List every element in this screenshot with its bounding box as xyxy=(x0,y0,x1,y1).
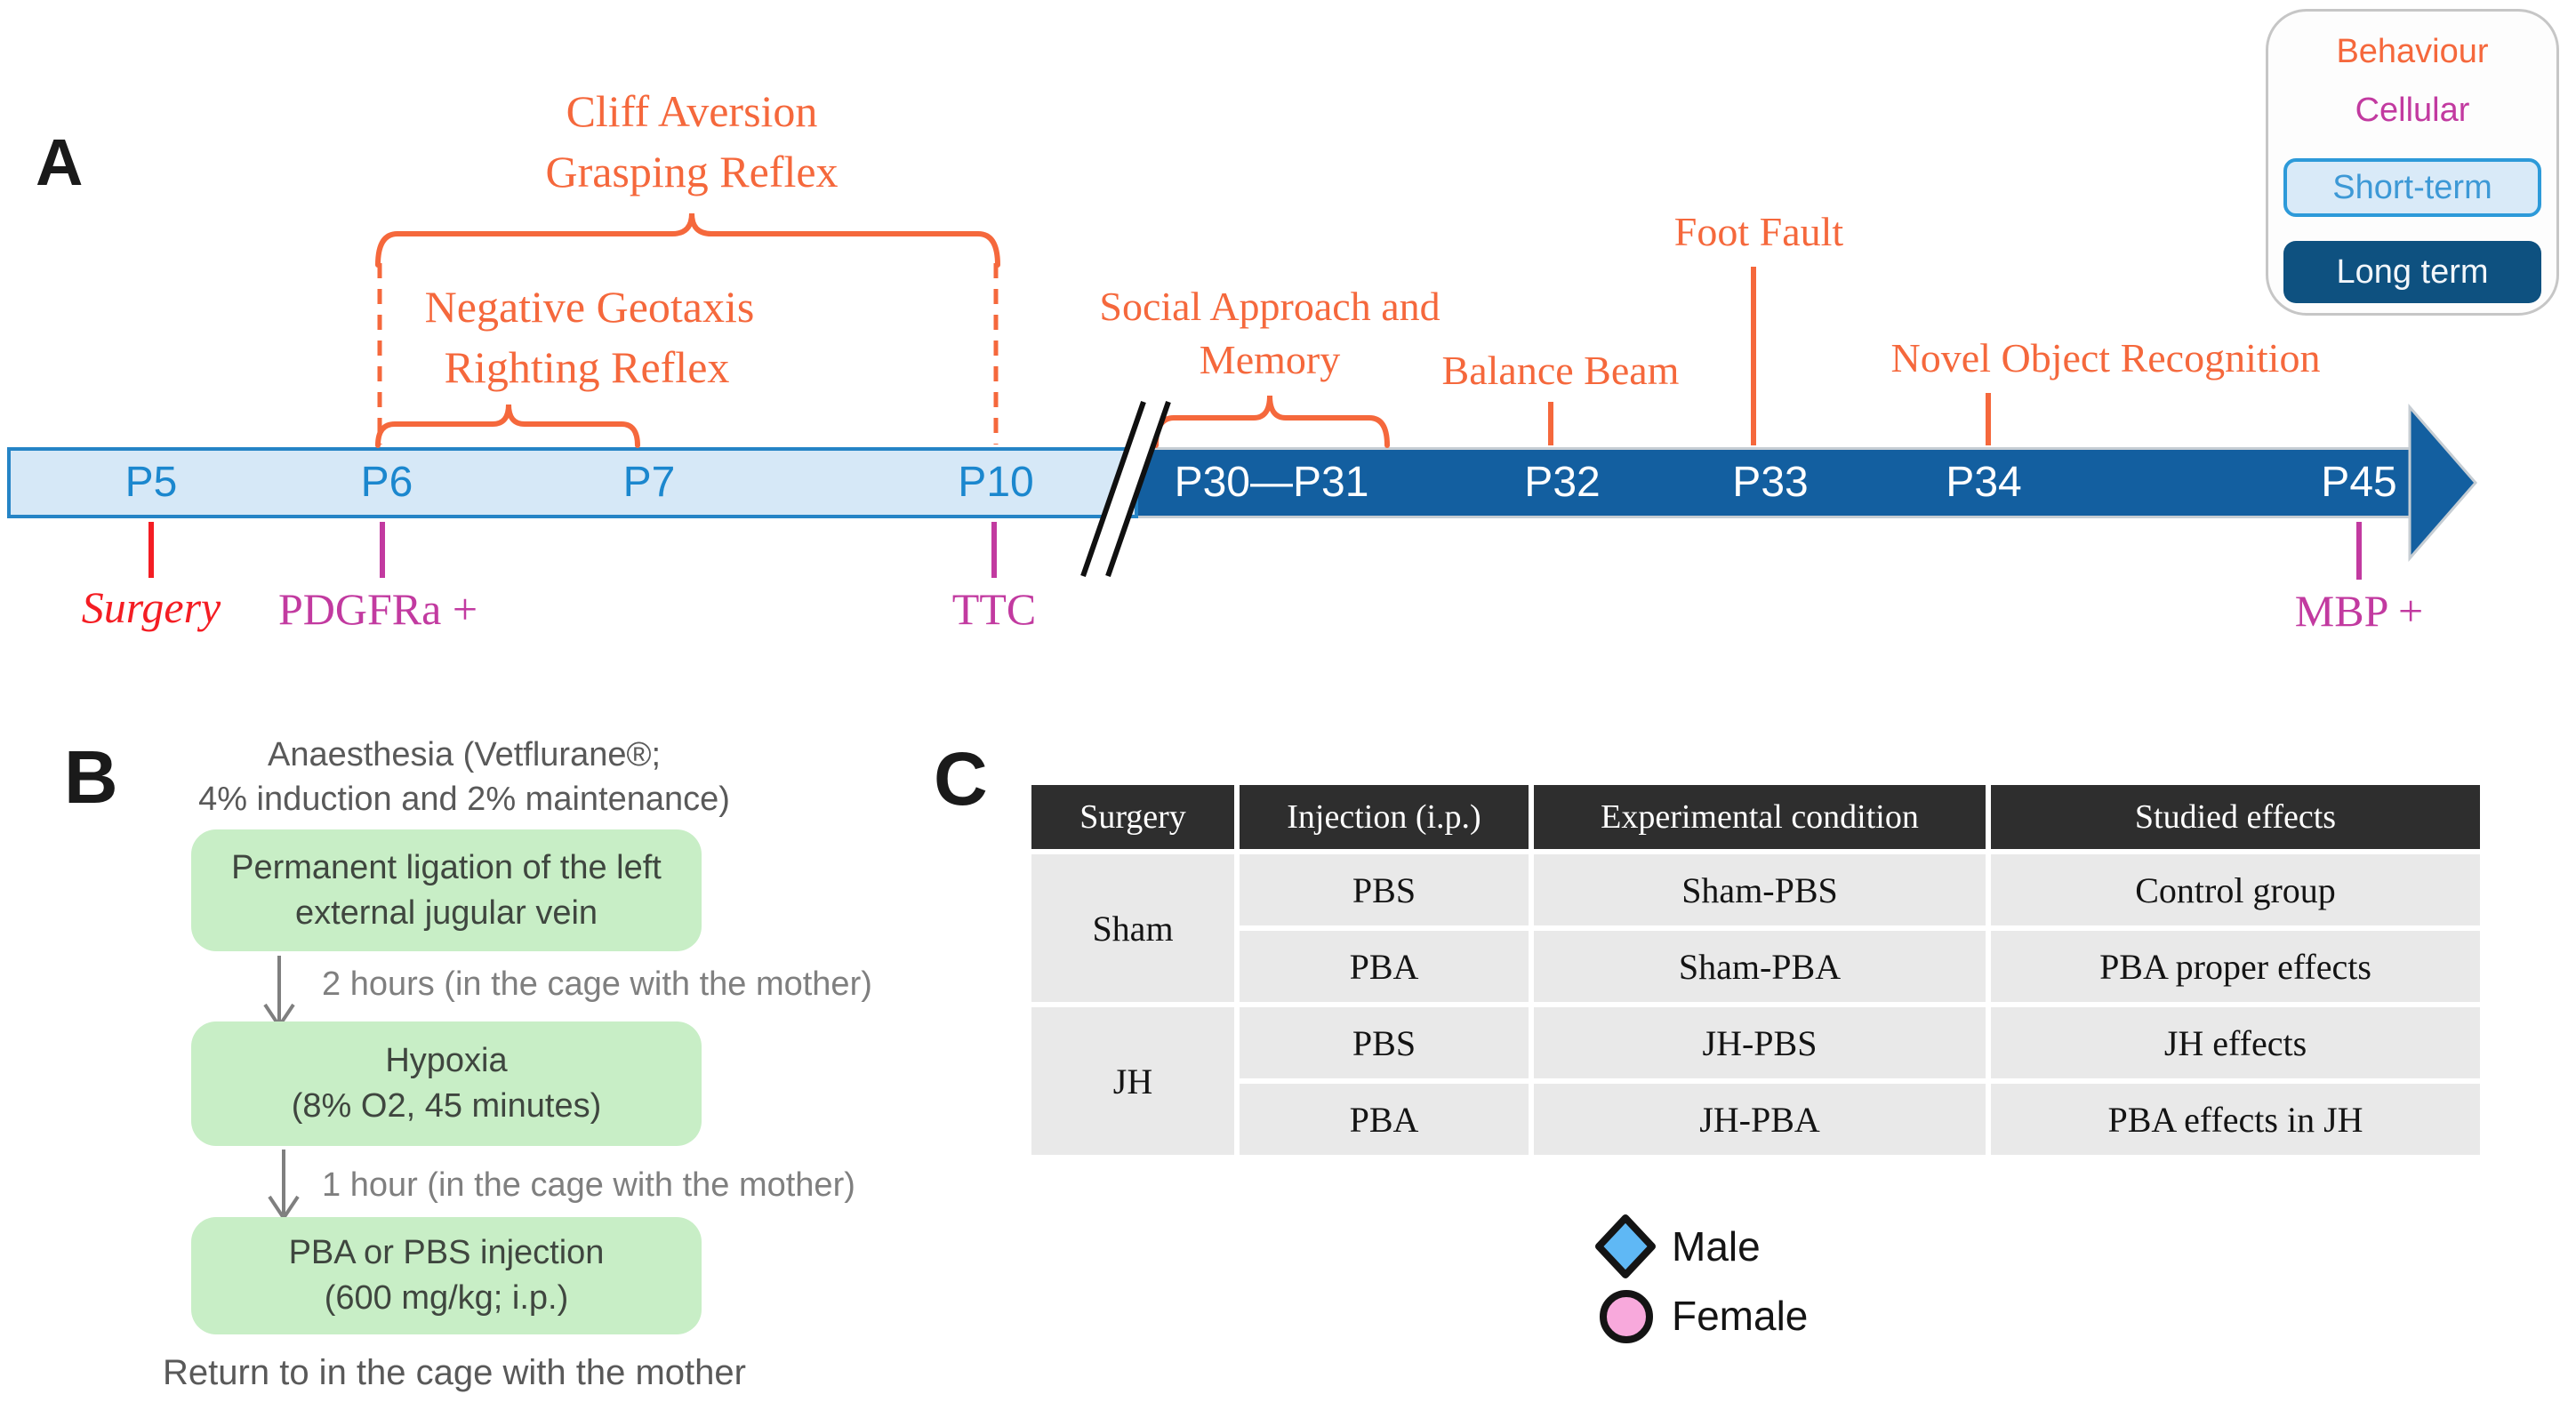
flow-arrow-2-icon xyxy=(268,1150,300,1222)
table-cell-surgery-sham: Sham xyxy=(1031,854,1234,1002)
table-header-effects: Studied effects xyxy=(1991,785,2480,849)
anaesthesia-note-line1: Anaesthesia (Vetflurane®; xyxy=(267,736,662,773)
brace-social-approach xyxy=(1153,395,1390,448)
table-cell: PBA effects in JH xyxy=(1991,1084,2480,1155)
legend-behaviour-label: Behaviour xyxy=(2336,33,2489,70)
annotation-memory: Memory xyxy=(1199,337,1341,382)
timeline-day-p30-p31: P30—P31 xyxy=(1174,459,1369,506)
flow-step-hypoxia-line1: Hypoxia xyxy=(385,1042,508,1080)
table-cell: PBS xyxy=(1240,1007,1529,1078)
timeline-day-p32: P32 xyxy=(1524,459,1601,506)
flow-step-ligation: Permanent ligation of the left external … xyxy=(191,829,702,951)
timeline-day-p10: P10 xyxy=(958,459,1034,506)
table-cell: PBA xyxy=(1240,931,1529,1002)
legend-short-term-chip: Short-term xyxy=(2283,158,2541,217)
table-cell-surgery-jh: JH xyxy=(1031,1007,1234,1155)
table-cell: Sham-PBS xyxy=(1534,854,1986,925)
table-cell: Sham-PBA xyxy=(1534,931,1986,1002)
timeline-arrowhead xyxy=(2408,403,2477,563)
flow-step-hypoxia-line2: (8% O2, 45 minutes) xyxy=(291,1087,602,1125)
table-cell: PBA xyxy=(1240,1084,1529,1155)
flow-arrow-1-icon xyxy=(263,956,295,1029)
flow-step-ligation-line2: external jugular vein xyxy=(294,893,598,932)
long-term-timeline-bar xyxy=(1138,447,2410,518)
table-cell: JH-PBA xyxy=(1534,1084,1986,1155)
table-cell: PBS xyxy=(1240,854,1529,925)
table-cell: JH-PBS xyxy=(1534,1007,1986,1078)
male-label: Male xyxy=(1672,1223,1761,1270)
legend-long-term-chip: Long term xyxy=(2283,241,2541,303)
timeline-day-p7: P7 xyxy=(622,459,676,506)
experimental-groups-table: Surgery Injection (i.p.) Experimental co… xyxy=(1031,785,2480,1155)
female-circle-icon xyxy=(1600,1290,1653,1343)
panel-c-label: C xyxy=(934,737,988,821)
table-header-injection: Injection (i.p.) xyxy=(1240,785,1529,849)
female-label: Female xyxy=(1672,1293,1809,1339)
table-cell: Control group xyxy=(1991,854,2480,925)
anaesthesia-note-line2: 4% induction and 2% maintenance) xyxy=(198,781,730,818)
timeline-day-p33: P33 xyxy=(1732,459,1809,506)
annotation-cliff-aversion: Cliff Aversion xyxy=(566,86,818,136)
marker-mbp-label: MBP + xyxy=(2294,586,2424,636)
flow-arrow1-label: 2 hours (in the cage with the mother) xyxy=(322,965,872,1003)
flow-arrow2-label: 1 hour (in the cage with the mother) xyxy=(322,1166,855,1204)
timeline-legend: Behaviour Cellular Short-term Long term xyxy=(2266,9,2559,316)
annotation-grasping-reflex: Grasping Reflex xyxy=(545,147,839,196)
timeline-day-p34: P34 xyxy=(1946,459,2022,506)
flow-step-ligation-line1: Permanent ligation of the left xyxy=(231,848,662,886)
timeline-day-p45: P45 xyxy=(2321,459,2397,506)
table-header-surgery: Surgery xyxy=(1031,785,1234,849)
marker-surgery-label: Surgery xyxy=(81,582,221,632)
brace-cliff-aversion xyxy=(375,212,1000,268)
table-cell: PBA proper effects xyxy=(1991,931,2480,1002)
annotation-negative-geotaxis: Negative Geotaxis xyxy=(424,282,755,332)
annotation-righting-reflex: Righting Reflex xyxy=(444,342,730,392)
annotation-novel-object-recognition: Novel Object Recognition xyxy=(1890,335,2321,381)
flow-step-hypoxia: Hypoxia (8% O2, 45 minutes) xyxy=(191,1021,702,1146)
short-term-timeline-bar xyxy=(7,447,1138,518)
annotation-social-approach: Social Approach and xyxy=(1099,284,1440,329)
male-diamond-icon xyxy=(1595,1214,1656,1278)
panel-a-label: A xyxy=(36,125,84,199)
table-cell: JH effects xyxy=(1991,1007,2480,1078)
flow-footer-note: Return to in the cage with the mother xyxy=(163,1353,746,1392)
marker-ttc-label: TTC xyxy=(951,584,1037,634)
flow-step-injection-line2: (600 mg/kg; i.p.) xyxy=(324,1279,569,1317)
panel-b-label: B xyxy=(64,735,118,819)
flow-step-injection: PBA or PBS injection (600 mg/kg; i.p.) xyxy=(191,1217,702,1334)
table-header-condition: Experimental condition xyxy=(1534,785,1986,849)
brace-negative-geotaxis xyxy=(375,404,640,448)
annotation-balance-beam: Balance Beam xyxy=(1441,348,1680,393)
flow-step-injection-line1: PBA or PBS injection xyxy=(288,1234,605,1272)
marker-pdgfra-label: PDGFRa + xyxy=(277,584,478,634)
annotation-foot-fault: Foot Fault xyxy=(1673,209,1844,254)
timeline-day-p5: P5 xyxy=(124,459,178,506)
legend-cellular-label: Cellular xyxy=(2355,92,2470,129)
timeline-day-p6: P6 xyxy=(360,459,413,506)
